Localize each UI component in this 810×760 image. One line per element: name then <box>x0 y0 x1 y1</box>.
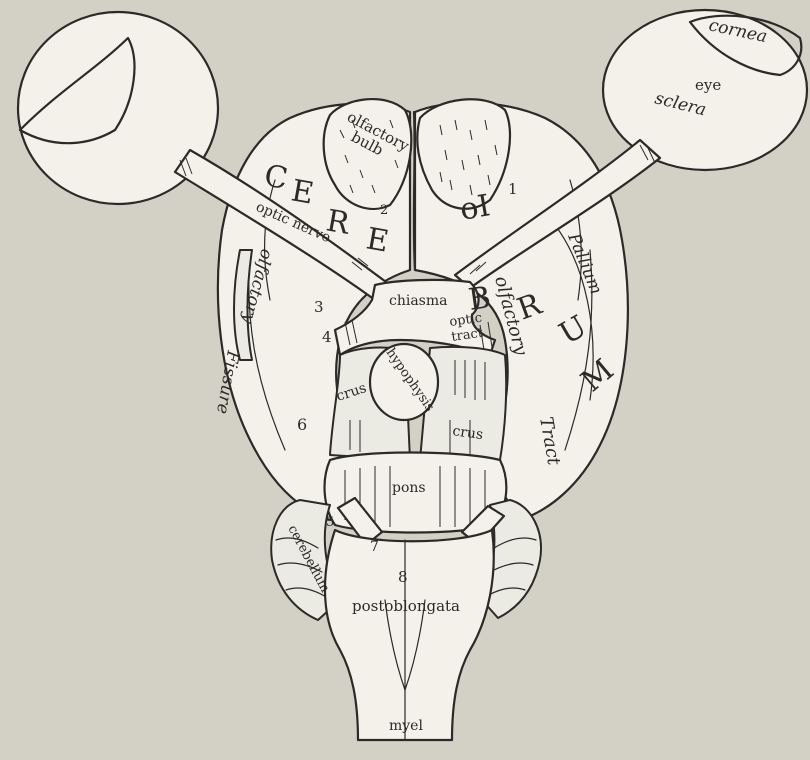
label-postoblongata: postoblongata <box>352 597 460 615</box>
num-6: 6 <box>297 415 307 434</box>
postoblongata <box>325 530 494 740</box>
num-5: 5 <box>326 515 334 530</box>
cerebrum-fragment: oI <box>457 188 493 228</box>
label-chiasma: chiasma <box>389 293 448 309</box>
label-myel: myel <box>389 718 423 734</box>
num-3: 3 <box>314 298 324 316</box>
num-8: 8 <box>398 568 408 586</box>
label-pons: pons <box>392 480 426 496</box>
num-1: 1 <box>508 180 518 198</box>
num-7: 7 <box>370 539 379 555</box>
num-2: 2 <box>380 203 388 218</box>
label-eye: eye <box>695 76 721 94</box>
num-4: 4 <box>322 328 332 346</box>
longitudinal-fissure <box>414 112 415 270</box>
